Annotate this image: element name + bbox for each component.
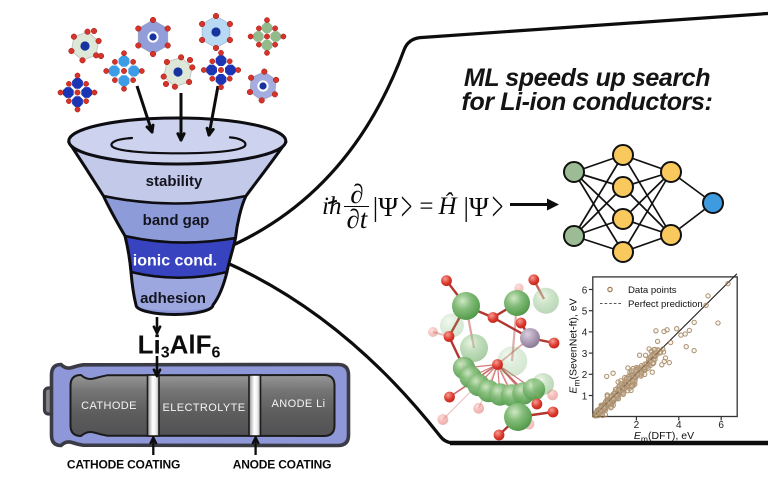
svg-text:3: 3	[582, 349, 588, 360]
svg-text:1: 1	[582, 391, 588, 402]
svg-text:5: 5	[582, 307, 588, 318]
svg-text:adhesion: adhesion	[140, 290, 206, 307]
svg-text:4: 4	[676, 420, 682, 431]
svg-text:ionic cond.: ionic cond.	[133, 253, 217, 270]
svg-text:CATHODE: CATHODE	[81, 400, 137, 412]
svg-text:Li3AlF6: Li3AlF6	[138, 330, 221, 362]
svg-text:Data points: Data points	[628, 285, 677, 296]
svg-text:6: 6	[718, 420, 724, 431]
svg-text:ELECTROLYTE: ELECTROLYTE	[162, 402, 245, 414]
svg-text:2: 2	[634, 420, 640, 431]
svg-text:stability: stability	[146, 173, 203, 190]
svg-text:4: 4	[582, 328, 588, 339]
svg-text:CATHODE COATING: CATHODE COATING	[67, 458, 180, 472]
svg-text:ANODE COATING: ANODE COATING	[233, 458, 332, 472]
svg-text:Em(SevenNet-ft), eV: Em(SevenNet-ft), eV	[568, 298, 582, 393]
svg-text:Perfect prediction: Perfect prediction	[628, 299, 703, 310]
svg-text:6: 6	[582, 285, 588, 296]
svg-text:Em(DFT), eV: Em(DFT), eV	[634, 430, 694, 444]
svg-text:2: 2	[582, 370, 588, 381]
svg-text:band gap: band gap	[143, 212, 210, 229]
svg-text:ANODE Li: ANODE Li	[272, 398, 326, 410]
